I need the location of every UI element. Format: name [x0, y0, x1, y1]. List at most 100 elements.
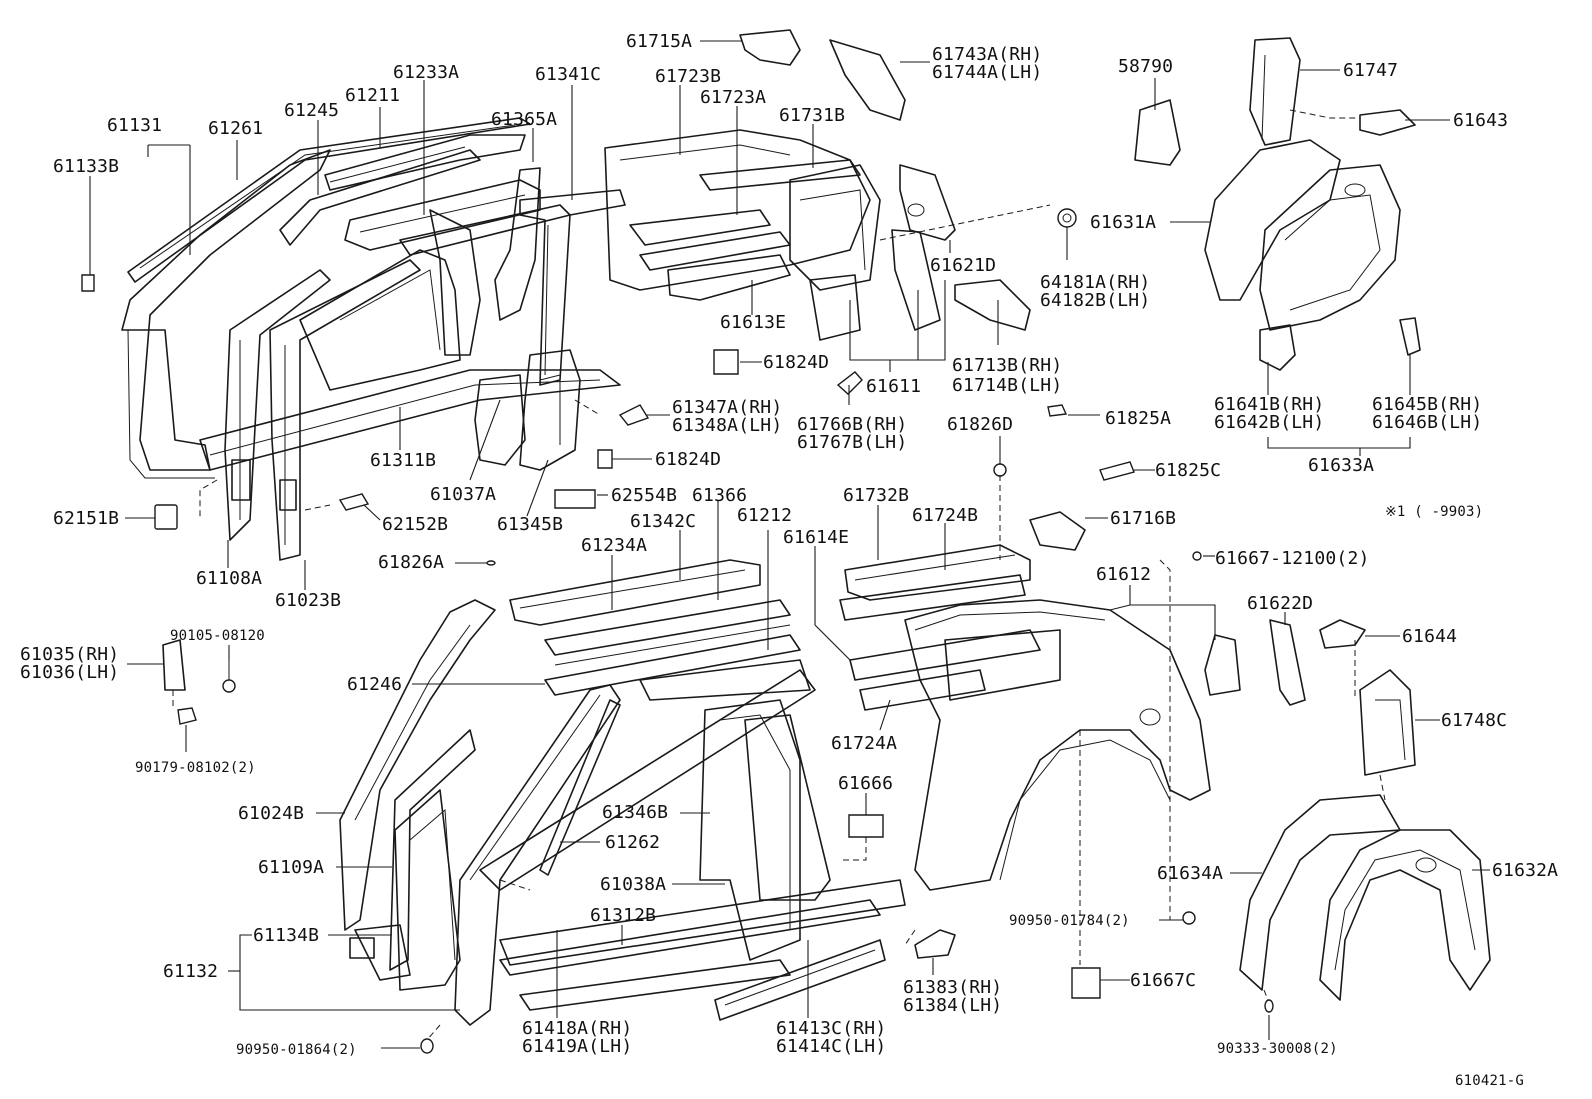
label-61826D: 61826D — [947, 414, 1013, 435]
dashed-guides — [173, 110, 1385, 1040]
label-61418A: 61418A(RH) — [522, 1018, 632, 1039]
label-62151B: 62151B — [53, 508, 119, 529]
label-61644: 61644 — [1402, 626, 1457, 647]
upper-right-wheelhouse — [993, 38, 1420, 480]
label-61234A: 61234A — [581, 535, 647, 556]
label-61233A: 61233A — [393, 62, 459, 83]
label-61667C: 61667C — [1130, 970, 1196, 991]
upper-left-side-panel — [82, 118, 738, 560]
label-61132: 61132 — [163, 961, 218, 982]
label-61732B: 61732B — [843, 485, 909, 506]
label-61211: 61211 — [345, 85, 400, 106]
label-61134B: 61134B — [253, 925, 319, 946]
label-61024B: 61024B — [238, 803, 304, 824]
label-61262: 61262 — [605, 832, 660, 853]
leader-lines — [90, 41, 1490, 1048]
label-61108A: 61108A — [196, 568, 262, 589]
label-61133B: 61133B — [53, 156, 119, 177]
label-61645B: 61645B(RH) — [1372, 394, 1482, 415]
label-61631A: 61631A — [1090, 212, 1156, 233]
label-61825C: 61825C — [1155, 460, 1221, 481]
label-90179-08102: 90179-08102(2) — [135, 760, 256, 776]
label-61766B: 61766B(RH) — [797, 414, 907, 435]
label-61346B: 61346B — [602, 802, 668, 823]
label-61347A: 61347A(RH) — [672, 397, 782, 418]
label-61038A: 61038A — [600, 874, 666, 895]
label-61748C: 61748C — [1441, 710, 1507, 731]
label-61713B: 61713B(RH) — [952, 355, 1062, 376]
label-61342C: 61342C — [630, 511, 696, 532]
label-61723A: 61723A — [700, 87, 766, 108]
label-58790: 58790 — [1118, 56, 1173, 77]
label-61731B: 61731B — [779, 105, 845, 126]
label-61767B: 61767B(LH) — [797, 432, 907, 453]
label-61824D-upper: 61824D — [763, 352, 829, 373]
label-61622D: 61622D — [1247, 593, 1313, 614]
label-61646B: 61646B(LH) — [1372, 412, 1482, 433]
label-61246: 61246 — [347, 674, 402, 695]
label-61724B: 61724B — [912, 505, 978, 526]
label-61743A: 61743A(RH) — [932, 44, 1042, 65]
label-61384: 61384(LH) — [903, 995, 1002, 1016]
label-61714B: 61714B(LH) — [952, 375, 1062, 396]
label-64182B: 64182B(LH) — [1040, 290, 1150, 311]
label-61715A: 61715A — [626, 31, 692, 52]
label-61826A: 61826A — [378, 552, 444, 573]
label-61614E: 61614E — [783, 527, 849, 548]
label-90333-30008: 90333-30008(2) — [1217, 1041, 1338, 1057]
note-code: ※1 ( -9903) — [1385, 504, 1483, 520]
label-62152B: 62152B — [382, 514, 448, 535]
label-90105-08120: 90105-08120 — [170, 628, 265, 644]
label-61037A: 61037A — [430, 484, 496, 505]
label-61641B: 61641B(RH) — [1214, 394, 1324, 415]
label-61419A: 61419A(LH) — [522, 1036, 632, 1057]
label-61633A: 61633A — [1308, 455, 1374, 476]
label-61365A: 61365A — [491, 109, 557, 130]
label-61312B: 61312B — [590, 905, 656, 926]
part-labels: 61715A 61743A(RH) 61744A(LH) 58790 61747… — [20, 31, 1558, 1089]
label-61023B: 61023B — [275, 590, 341, 611]
label-61261: 61261 — [208, 118, 263, 139]
label-90950-01864: 90950-01864(2) — [236, 1042, 357, 1058]
label-61414C: 61414C(LH) — [776, 1036, 886, 1057]
label-61744A: 61744A(LH) — [932, 62, 1042, 83]
label-61643: 61643 — [1453, 110, 1508, 131]
label-61341C: 61341C — [535, 64, 601, 85]
label-61723B: 61723B — [655, 66, 721, 87]
figure-code: 610421-G — [1455, 1073, 1524, 1089]
label-61109A: 61109A — [258, 857, 324, 878]
label-64181A: 64181A(RH) — [1040, 272, 1150, 293]
label-61383: 61383(RH) — [903, 977, 1002, 998]
lower-left-side-assembly — [163, 560, 955, 1053]
label-61666: 61666 — [838, 773, 893, 794]
label-61413C: 61413C(RH) — [776, 1018, 886, 1039]
label-61366: 61366 — [692, 485, 747, 506]
label-61345B: 61345B — [497, 514, 563, 535]
upper-center-quarter-inner — [605, 30, 1077, 394]
label-61724A: 61724A — [831, 733, 897, 754]
label-61131: 61131 — [107, 115, 162, 136]
label-61036: 61036(LH) — [20, 662, 119, 683]
label-61611: 61611 — [866, 376, 921, 397]
label-61613E: 61613E — [720, 312, 786, 333]
label-90950-01784: 90950-01784(2) — [1009, 913, 1130, 929]
label-61212: 61212 — [737, 505, 792, 526]
label-61747: 61747 — [1343, 60, 1398, 81]
label-61245: 61245 — [284, 100, 339, 121]
label-62554B: 62554B — [611, 485, 677, 506]
label-61716B: 61716B — [1110, 508, 1176, 529]
lower-right-wheelhouse — [1240, 670, 1490, 1012]
label-61667-12100: 61667-12100(2) — [1215, 548, 1370, 569]
label-61824D-lower: 61824D — [655, 449, 721, 470]
label-61035: 61035(RH) — [20, 644, 119, 665]
label-61612: 61612 — [1096, 564, 1151, 585]
label-61311B: 61311B — [370, 450, 436, 471]
label-61825A: 61825A — [1105, 408, 1171, 429]
label-61642B: 61642B(LH) — [1214, 412, 1324, 433]
label-61621D: 61621D — [930, 255, 996, 276]
label-61632A: 61632A — [1492, 860, 1558, 881]
label-61348A: 61348A(LH) — [672, 415, 782, 436]
label-61634A: 61634A — [1157, 863, 1223, 884]
